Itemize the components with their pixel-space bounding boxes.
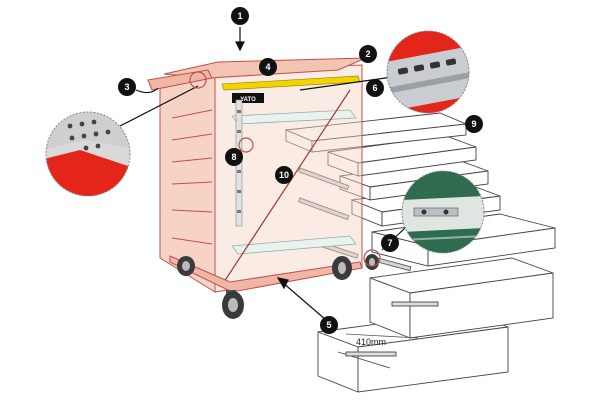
callout-label: 7 [387,238,392,248]
drawer-large-2 [369,257,554,339]
callout-label: 10 [279,170,289,180]
callout-10: 10 [275,166,293,184]
cabinet-body: YATO [147,57,367,293]
caster-wheel-icon [365,254,379,270]
zoom-detail-slide-lock [401,170,485,254]
callout-label: 9 [471,119,476,129]
zoom-detail-slotted-rail [386,30,470,114]
caster-wheel-icon [222,290,244,319]
caster-wheel-icon [332,256,352,280]
side-handle [147,69,213,91]
drawer-tray-6 [327,135,477,177]
callout-label: 6 [372,83,377,93]
detail-highlight-rings [189,71,381,267]
callout-label: 2 [365,49,370,59]
brand-badge [232,93,264,103]
callout-6: 6 [366,79,384,97]
brand-label: YATO [240,97,256,103]
callout-label: 4 [265,62,270,72]
drawer-slide-icon [345,351,397,357]
drawer-depth-dimension: 410mm [356,337,386,347]
callout-label: 3 [124,82,129,92]
callout-1: 1 [231,7,249,25]
callout-label: 5 [326,320,331,330]
callout-9: 9 [465,115,483,133]
cross-brace [221,89,351,286]
callout-4: 4 [259,58,277,76]
drawer-tray-top [284,112,468,153]
callout-2: 2 [359,45,377,63]
callout-3: 3 [118,78,136,96]
callout-label: 8 [231,152,236,162]
leader-lines [119,27,419,339]
callout-label: 1 [237,11,242,21]
side-drawer-fronts [171,109,213,245]
arrow-down-icon [235,41,245,52]
caster-wheel-icon [177,256,195,276]
callout-8: 8 [225,148,243,166]
callout-7: 7 [381,234,399,252]
caster-wheels [177,254,379,319]
exploded-drawers [284,112,556,393]
callout-5: 5 [320,316,338,334]
callout-badges: 1 2 3 4 5 6 7 8 9 10 [118,7,483,334]
